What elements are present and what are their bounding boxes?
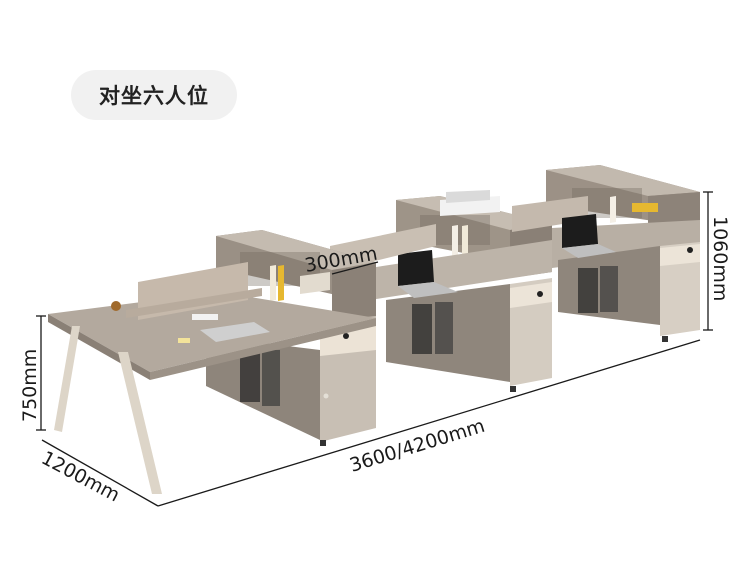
- front-partition: [126, 262, 262, 320]
- power-strip-icon: [192, 314, 218, 320]
- dim-depth: 1200mm: [38, 447, 124, 507]
- title-badge: 对坐六人位: [71, 70, 237, 120]
- dimension-lines: [36, 191, 713, 507]
- back-right-desk: [552, 220, 700, 342]
- middle-desk: [370, 240, 552, 392]
- laptop-icon: [562, 214, 616, 258]
- dim-desk-height: 750mm: [19, 349, 41, 422]
- title-text: 对坐六人位: [99, 84, 209, 108]
- card-icon: [178, 338, 190, 343]
- laptop-icon: [398, 250, 458, 298]
- desk-legs: [54, 326, 162, 494]
- dim-total-height: 1060mm: [709, 216, 731, 301]
- cup-icon: [111, 301, 121, 311]
- laptop-icon: [200, 322, 270, 342]
